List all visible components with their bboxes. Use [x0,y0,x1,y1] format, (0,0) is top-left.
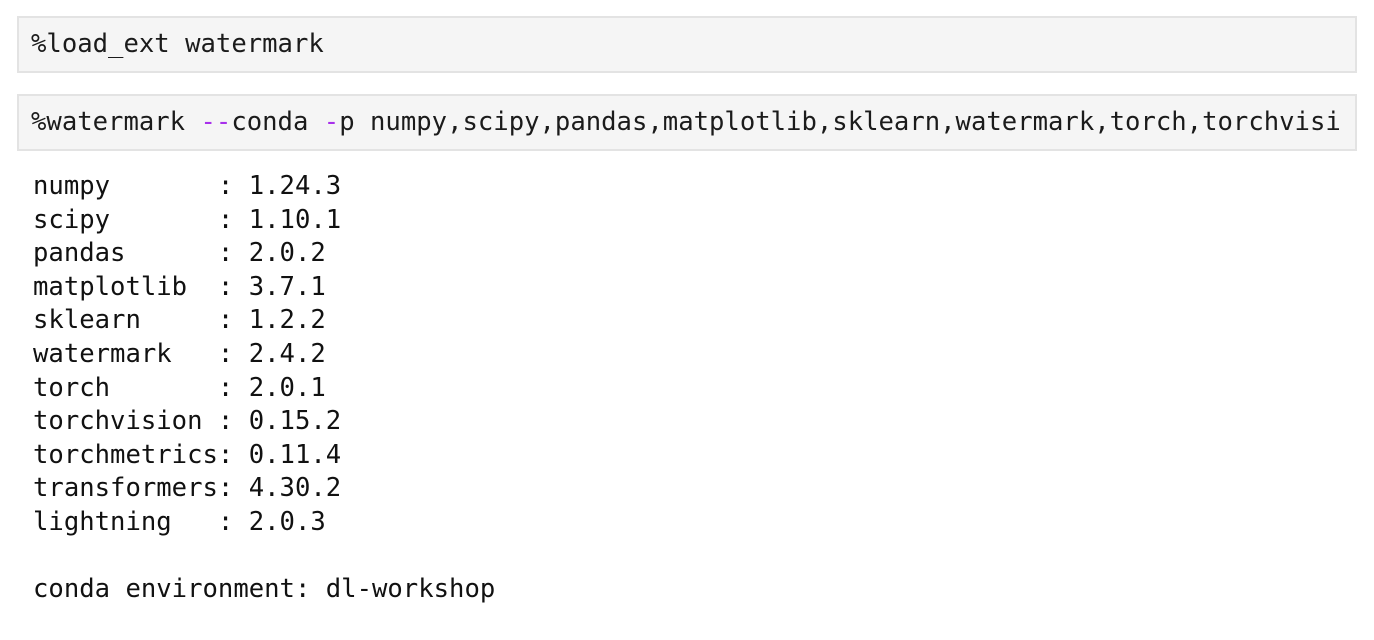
package-version-row: sklearn : 1.2.2 [33,305,326,336]
code-cell-load-ext[interactable]: %load_ext watermark [17,16,1357,73]
package-version-row: matplotlib : 3.7.1 [33,271,326,302]
blank-line [33,540,1357,574]
package-version-row: pandas : 2.0.2 [33,238,326,269]
code-token-operator: - [323,106,340,137]
notebook: %load_ext watermark %watermark --conda -… [17,16,1357,607]
conda-environment-row: conda environment: dl-workshop [33,574,496,605]
code-cell-watermark[interactable]: %watermark --conda -p numpy,scipy,pandas… [17,94,1357,151]
code-token-plain: %watermark [31,106,201,137]
package-version-row: numpy : 1.24.3 [33,171,342,201]
code-token-plain: conda [231,106,324,137]
code-token-plain: p numpy,scipy,pandas,matplotlib,sklearn,… [339,106,1341,137]
package-version-row: scipy : 1.10.1 [33,204,342,235]
package-version-row: torch : 2.0.1 [33,372,326,403]
package-version-row: lightning : 2.0.3 [33,506,326,537]
code-line-load-ext: %load_ext watermark [31,28,324,59]
package-version-row: torchvision : 0.15.2 [33,406,342,437]
code-token-plain: %load_ext watermark [31,28,324,59]
package-version-row: torchmetrics: 0.11.4 [33,439,342,470]
package-version-row: watermark : 2.4.2 [33,338,326,369]
code-token-operator: -- [200,106,232,137]
package-version-row: transformers: 4.30.2 [33,473,342,504]
code-line-watermark: %watermark --conda -p numpy,scipy,pandas… [31,106,1341,137]
